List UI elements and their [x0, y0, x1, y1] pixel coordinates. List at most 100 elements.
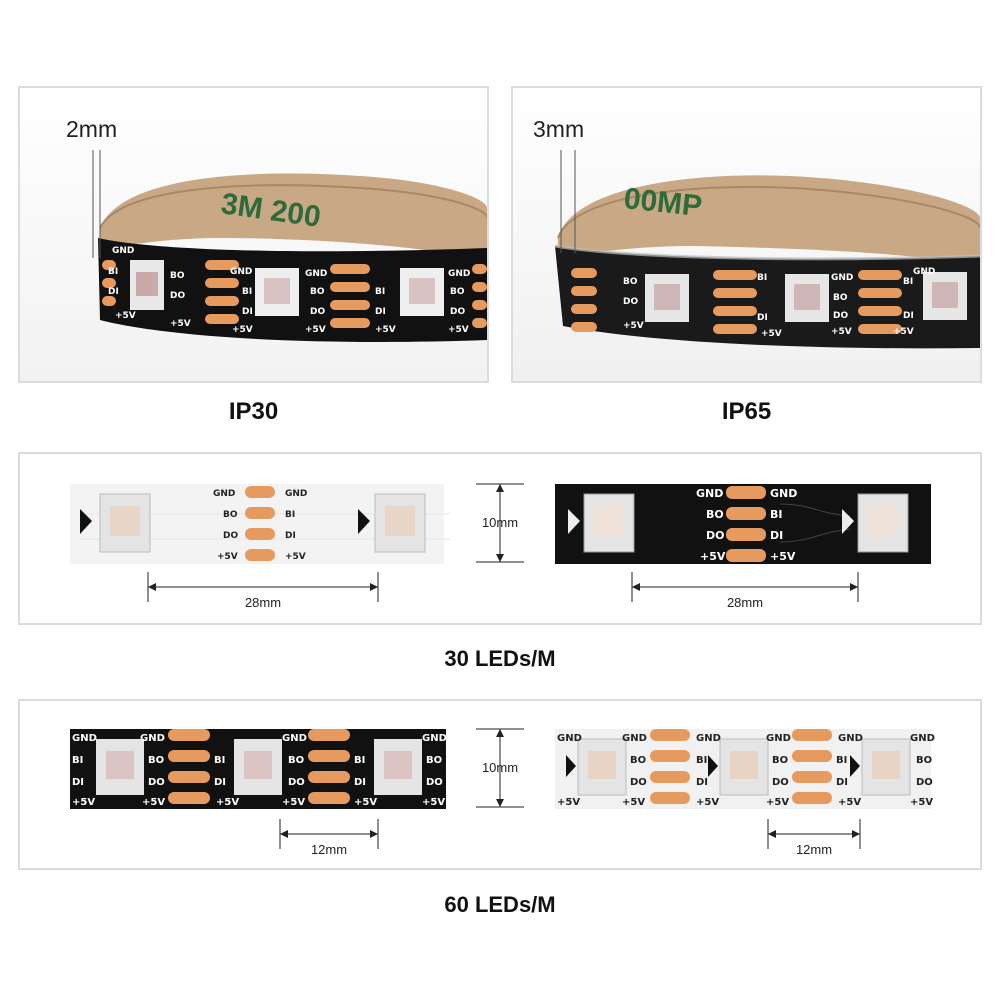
svg-text:DI: DI [903, 311, 914, 321]
svg-text:BO: BO [630, 755, 646, 766]
thickness-label: 3mm [533, 116, 585, 142]
svg-text:+5V: +5V [623, 321, 644, 331]
svg-text:DO: DO [170, 291, 185, 301]
svg-text:GND: GND [213, 489, 235, 499]
svg-text:DI: DI [285, 531, 296, 541]
svg-text:DI: DI [354, 777, 366, 788]
thickness-label: 2mm [66, 116, 118, 142]
svg-text:DO: DO [223, 531, 238, 541]
svg-text:+5V: +5V [216, 797, 239, 808]
svg-text:DO: DO [148, 777, 165, 788]
svg-text:GND: GND [838, 733, 863, 744]
svg-text:BO: BO [706, 508, 724, 521]
svg-text:+5V: +5V [115, 311, 136, 321]
svg-text:+5V: +5V [622, 797, 645, 808]
spacing-label-left: 28mm [244, 595, 282, 610]
svg-text:DO: DO [706, 529, 724, 542]
led-chip [130, 260, 164, 310]
led-chip [850, 738, 911, 796]
svg-text:DI: DI [757, 313, 768, 323]
svg-text:+5V: +5V [142, 797, 165, 808]
backing-print: 00MP [622, 182, 703, 223]
caption-30-leds: 30 LEDs/M [444, 646, 556, 671]
svg-text:+5V: +5V [282, 797, 305, 808]
svg-text:GND: GND [696, 733, 721, 744]
svg-text:BI: BI [108, 267, 118, 277]
svg-text:BI: BI [285, 510, 295, 520]
svg-text:+5V: +5V [217, 552, 238, 562]
svg-text:BI: BI [903, 277, 913, 287]
svg-text:BO: BO [623, 277, 638, 287]
caption-ip65: IP65 [721, 398, 772, 425]
svg-text:BO: BO [450, 287, 465, 297]
svg-text:+5V: +5V [170, 319, 191, 329]
led-chip [923, 272, 967, 320]
svg-text:BO: BO [772, 755, 788, 766]
panel-30-leds: GND BO DO +5V GND BI DI +5V [18, 452, 982, 625]
svg-text:DI: DI [375, 307, 386, 317]
svg-text:+5V: +5V [700, 550, 726, 563]
svg-text:BO: BO [223, 510, 238, 520]
svg-text:+5V: +5V [893, 327, 914, 337]
spacing-label-right: 12mm [795, 842, 833, 857]
svg-text:BO: BO [310, 287, 325, 297]
width-label: 10mm [481, 515, 519, 530]
svg-text:GND: GND [112, 246, 134, 256]
led-chip [645, 274, 689, 322]
svg-text:BO: BO [833, 293, 848, 303]
svg-text:GND: GND [422, 733, 447, 744]
led-chip [358, 493, 426, 553]
svg-text:+5V: +5V [766, 797, 789, 808]
width-label: 10mm [481, 760, 519, 775]
svg-text:+5V: +5V [910, 797, 933, 808]
svg-text:+5V: +5V [285, 552, 306, 562]
svg-text:+5V: +5V [375, 325, 396, 335]
svg-text:+5V: +5V [838, 797, 861, 808]
svg-text:GND: GND [305, 269, 327, 279]
svg-text:GND: GND [72, 733, 97, 744]
svg-text:+5V: +5V [448, 325, 469, 335]
svg-text:DO: DO [630, 777, 647, 788]
svg-text:DI: DI [72, 777, 84, 788]
svg-text:+5V: +5V [422, 797, 445, 808]
svg-text:DO: DO [450, 307, 465, 317]
led-chip [255, 268, 299, 316]
svg-text:DO: DO [833, 311, 848, 321]
svg-text:GND: GND [285, 489, 307, 499]
svg-text:+5V: +5V [557, 797, 580, 808]
svg-text:DI: DI [836, 777, 848, 788]
svg-text:BO: BO [426, 755, 442, 766]
svg-text:GND: GND [696, 487, 723, 500]
svg-text:DO: DO [310, 307, 325, 317]
svg-text:BO: BO [916, 755, 932, 766]
svg-text:BI: BI [354, 755, 365, 766]
strip-diagram-60: GND BI DI +5V GND BO DO +5V BI DI +5V GND BO D… [70, 728, 935, 849]
led-chip [842, 493, 909, 553]
svg-text:BI: BI [770, 508, 782, 521]
svg-text:GND: GND [910, 733, 935, 744]
svg-text:BI: BI [836, 755, 847, 766]
svg-text:DO: DO [772, 777, 789, 788]
svg-text:GND: GND [140, 733, 165, 744]
svg-text:+5V: +5V [770, 550, 796, 563]
led-chip [80, 493, 151, 553]
svg-text:DO: DO [426, 777, 443, 788]
svg-text:DO: DO [623, 297, 638, 307]
svg-text:GND: GND [766, 733, 791, 744]
led-chip [568, 493, 635, 553]
led-chip [566, 738, 627, 796]
svg-text:BI: BI [696, 755, 707, 766]
svg-text:GND: GND [770, 487, 797, 500]
svg-text:DI: DI [770, 529, 783, 542]
svg-text:DI: DI [214, 777, 226, 788]
svg-text:BO: BO [288, 755, 304, 766]
led-chip [785, 274, 829, 322]
svg-text:GND: GND [282, 733, 307, 744]
svg-text:+5V: +5V [354, 797, 377, 808]
svg-text:GND: GND [831, 273, 853, 283]
svg-text:DO: DO [916, 777, 933, 788]
